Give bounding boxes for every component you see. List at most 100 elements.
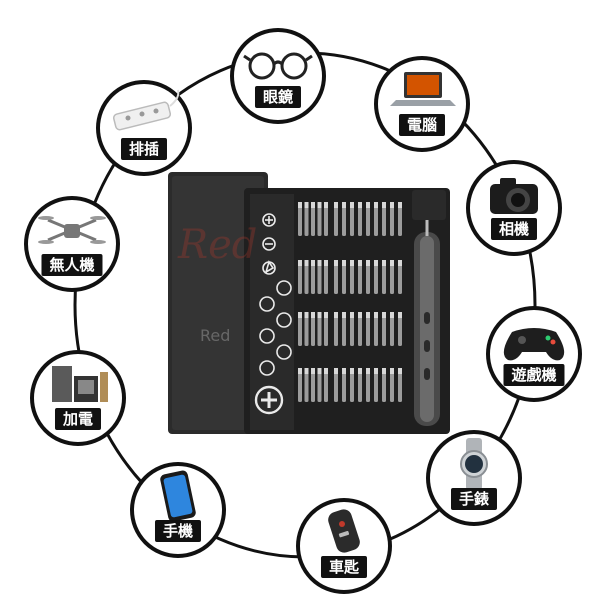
- bit-tip: [317, 202, 322, 208]
- bit: [398, 312, 402, 346]
- bit: [304, 312, 309, 346]
- bit-tip: [304, 260, 309, 266]
- bit-tip: [350, 260, 354, 266]
- appliance-icon: [52, 366, 108, 402]
- category-label: 遊戲機: [503, 364, 565, 386]
- screwdriver-kit-image: [168, 172, 450, 434]
- bit: [358, 368, 362, 402]
- bit: [304, 202, 309, 236]
- category-label: 手機: [154, 520, 202, 542]
- bit-tip: [358, 368, 362, 374]
- bit: [390, 368, 394, 402]
- bit-tip: [324, 312, 328, 318]
- bit-tip: [382, 368, 386, 374]
- bit: [334, 312, 338, 346]
- bit: [382, 368, 386, 402]
- bit: [334, 368, 338, 402]
- category-phone: 手機: [130, 462, 226, 558]
- car-key-icon: [328, 509, 360, 553]
- bit: [374, 368, 378, 402]
- category-label: 無人機: [41, 254, 103, 276]
- watermark-sub: Red: [200, 326, 231, 345]
- bit: [390, 312, 394, 346]
- category-glasses: 眼鏡: [230, 28, 326, 124]
- bit: [374, 260, 378, 294]
- bit-tip: [350, 312, 354, 318]
- bit: [298, 368, 302, 402]
- bit-tip: [334, 312, 338, 318]
- category-laptop: 電腦: [374, 56, 470, 152]
- bit-tip: [342, 202, 346, 208]
- bit: [390, 202, 394, 236]
- gamepad-icon: [503, 328, 565, 361]
- category-label: 電腦: [398, 114, 446, 136]
- bit-tip: [311, 312, 315, 318]
- bit-tip: [366, 368, 370, 374]
- bit: [298, 202, 302, 236]
- bit-tip: [382, 312, 386, 318]
- bit: [398, 202, 402, 236]
- category-label: 眼鏡: [254, 86, 302, 108]
- phone-icon: [160, 470, 196, 522]
- category-label: 車匙: [320, 556, 368, 578]
- bit: [366, 312, 370, 346]
- bit: [334, 202, 338, 236]
- bit-tip: [398, 260, 402, 266]
- category-label: 手錶: [450, 488, 498, 510]
- bit-tip: [317, 260, 322, 266]
- bit: [342, 202, 346, 236]
- category-label: 相機: [490, 218, 538, 240]
- watermark: Red: [178, 222, 258, 268]
- bit: [358, 260, 362, 294]
- bit-tip: [311, 202, 315, 208]
- power-strip-icon: [112, 89, 180, 131]
- bit-tip: [374, 202, 378, 208]
- bit: [324, 312, 328, 346]
- bit-tip: [317, 312, 322, 318]
- bit: [342, 368, 346, 402]
- bit-tip: [390, 312, 394, 318]
- bit: [324, 368, 328, 402]
- bit-tip: [298, 202, 302, 208]
- bit-tip: [317, 368, 322, 374]
- bit-tip: [374, 312, 378, 318]
- bit-tip: [382, 202, 386, 208]
- bit: [398, 260, 402, 294]
- category-power-strip: 排插: [96, 80, 192, 176]
- bit: [324, 260, 328, 294]
- screwdriver-handle: [414, 212, 440, 426]
- bit: [382, 202, 386, 236]
- bit-tip: [398, 368, 402, 374]
- bit: [304, 260, 309, 294]
- bit: [366, 368, 370, 402]
- bit-tip: [342, 260, 346, 266]
- bit: [350, 202, 354, 236]
- category-car-key: 車匙: [296, 498, 392, 594]
- bit-tip: [390, 368, 394, 374]
- bit: [358, 312, 362, 346]
- bit: [311, 368, 315, 402]
- bit: [311, 260, 315, 294]
- bit-tip: [398, 202, 402, 208]
- bit: [358, 202, 362, 236]
- bit: [317, 368, 322, 402]
- bit: [317, 260, 322, 294]
- bit: [324, 202, 328, 236]
- bit: [342, 312, 346, 346]
- category-drone: 無人機: [24, 196, 120, 292]
- bit-tip: [390, 260, 394, 266]
- camera-icon: [490, 178, 538, 214]
- bit: [366, 202, 370, 236]
- bit-tip: [366, 260, 370, 266]
- bit-tip: [324, 260, 328, 266]
- bit: [350, 312, 354, 346]
- bit-tip: [334, 202, 338, 208]
- bit: [317, 312, 322, 346]
- bit: [317, 202, 322, 236]
- bit-tip: [324, 202, 328, 208]
- bit-tip: [374, 368, 378, 374]
- bit-symbols: [254, 213, 292, 415]
- bit-tip: [390, 202, 394, 208]
- bit-tip: [342, 312, 346, 318]
- bit: [382, 312, 386, 346]
